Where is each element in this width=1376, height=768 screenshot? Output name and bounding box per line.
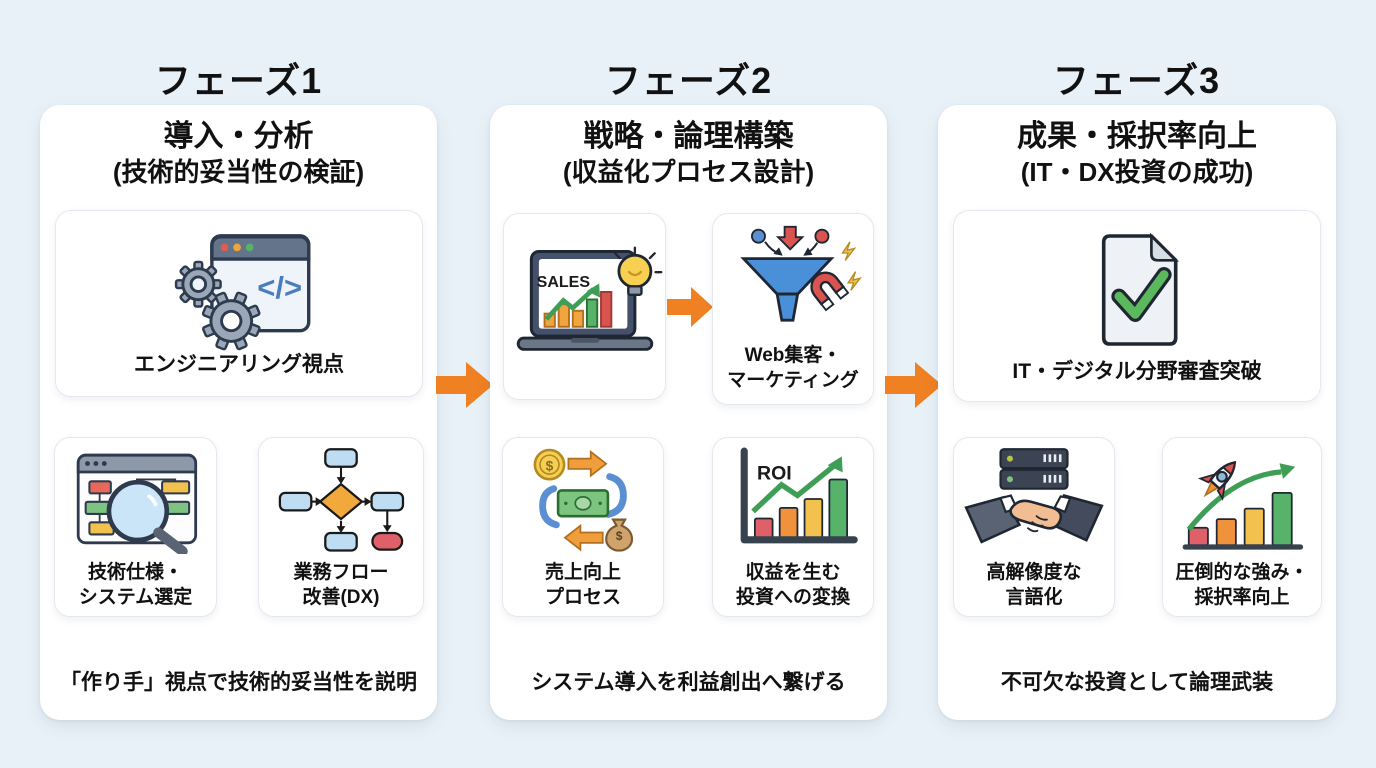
adoption-rate-label: 圧倒的な強み・ 採択率向上 <box>1175 562 1309 608</box>
card-workflow-dx: 業務フロー 改善(DX) <box>258 437 424 617</box>
engineering-view-label: エンジニアリング視点 <box>134 352 344 376</box>
roi-growth-chart-icon: ROI <box>740 447 858 544</box>
card-tech-spec: 技術仕様・ システム選定 <box>54 437 217 617</box>
document-checkmark-icon <box>1101 232 1179 346</box>
phase3-footer: 不可欠な投資として論理武装 <box>1000 671 1274 694</box>
screening-pass-label: IT・デジタル分野審査突破 <box>1012 360 1262 383</box>
card-web-marketing: Web集客・ マーケティング <box>712 213 874 405</box>
phase3-title-line1: 成果・採択率向上 <box>1017 120 1257 153</box>
handshake-server-icon <box>964 448 1104 544</box>
rocket-growth-chart-icon <box>1182 461 1304 550</box>
card-roi-conversion: ROI 収益を生む 投資への変換 <box>712 437 874 617</box>
phase3-card: 成果・採択率向上 (IT・DX投資の成功) IT・デジタル分野審査突破 <box>938 105 1336 720</box>
phase2-card: 戦略・論理構築 (収益化プロセス設計) SALES <box>490 105 887 720</box>
sales-laptop-bulb-icon: SALES <box>516 246 662 351</box>
browser-code-gears-icon: </> <box>174 233 311 350</box>
funnel-magnet-icon <box>740 225 862 322</box>
phase2-title-line1: 戦略・論理構築 <box>583 120 794 153</box>
web-marketing-label: Web集客・ マーケティング <box>727 345 859 391</box>
sales-process-label: 売上向上 プロセス <box>544 562 621 608</box>
svg-text:</>: </> <box>257 269 302 304</box>
svg-text:$: $ <box>616 529 623 543</box>
card-screening-pass: IT・デジタル分野審査突破 <box>953 210 1321 402</box>
phase-arrow-1-2 <box>436 362 493 408</box>
phase1-header: フェーズ1 <box>154 60 323 101</box>
phase1-footer: 「作り手」視点で技術的妥当性を説明 <box>60 671 417 694</box>
phase2-header: フェーズ2 <box>604 60 773 101</box>
large-gear <box>201 291 261 350</box>
svg-text:$: $ <box>546 459 554 474</box>
roi-conversion-label: 収益を生む 投資への変換 <box>735 562 850 608</box>
phase1-title-line1: 導入・分析 <box>163 120 314 153</box>
card-sales-analysis: SALES <box>503 213 666 400</box>
lightbulb <box>613 246 662 296</box>
rocket <box>1197 461 1237 501</box>
svg-text:SALES: SALES <box>536 274 590 291</box>
phase2-title: 戦略・論理構築 (収益化プロセス設計) <box>490 118 887 189</box>
workflow-dx-label: 業務フロー 改善(DX) <box>293 562 389 608</box>
magnet <box>810 271 850 312</box>
phase-arrow-2-3 <box>885 362 942 408</box>
money-cycle-icon: $ $ <box>533 448 634 552</box>
card-sales-process: $ $ 売上向上 プロセス <box>502 437 664 617</box>
phase3-header: フェーズ3 <box>1052 60 1221 101</box>
flowchart-icon <box>278 448 405 552</box>
flow-arrow-sales-to-web <box>667 287 713 327</box>
phase1-title: 導入・分析 (技術的妥当性の検証) <box>40 118 437 189</box>
phase3-title-line2: (IT・DX投資の成功) <box>1020 157 1254 187</box>
phase2-title-line2: (収益化プロセス設計) <box>562 157 815 187</box>
phase2-footer: システム導入を利益創出へ繋げる <box>531 671 846 694</box>
svg-text:ROI: ROI <box>757 462 792 484</box>
phase1-title-line2: (技術的妥当性の検証) <box>112 157 365 187</box>
tech-spec-label: 技術仕様・ システム選定 <box>78 562 193 608</box>
browser-magnifier-icon <box>76 453 197 554</box>
phase1-card: 導入・分析 (技術的妥当性の検証) </> <box>40 105 437 720</box>
phase3-title: 成果・採択率向上 (IT・DX投資の成功) <box>938 118 1336 189</box>
card-verbalization: 高解像度な 言語化 <box>953 437 1115 617</box>
card-adoption-rate: 圧倒的な強み・ 採択率向上 <box>1162 437 1322 617</box>
card-engineering-view: </> <box>55 210 423 397</box>
verbalization-label: 高解像度な 言語化 <box>986 562 1082 608</box>
small-gear <box>174 260 222 308</box>
